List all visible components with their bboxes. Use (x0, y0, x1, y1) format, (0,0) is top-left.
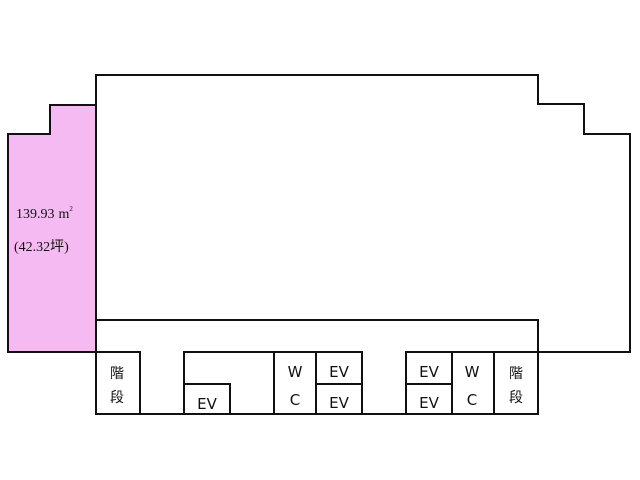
tenant-space[interactable] (7, 104, 97, 353)
ev-center-top-label: EV (329, 363, 349, 381)
ev-left-label: EV (197, 395, 217, 413)
core-right (405, 351, 539, 415)
core-left-corridor (140, 352, 185, 415)
building-outline (95, 74, 631, 353)
wc-left-label-c: C (290, 391, 300, 409)
tenant-area-unit: m (59, 207, 70, 222)
wc-right-label-c: C (467, 391, 477, 409)
ev-right-top-label: EV (419, 363, 439, 381)
ev-left-car (184, 383, 231, 414)
stairs-left-room (95, 351, 141, 415)
wc-right-label-w: W (465, 363, 480, 381)
corridor (96, 319, 539, 352)
tenant-area-label: 139.93 m2 (16, 205, 73, 222)
tenant-tsubo-label: (42.32坪) (14, 239, 69, 255)
ev-center-bottom-room (315, 383, 363, 415)
stairs-left-label-1: 階 (110, 366, 124, 382)
ev-right-bottom-label: EV (419, 394, 439, 412)
stairs-right-label-1: 階 (509, 366, 523, 382)
tenant-area-unit-sup: 2 (69, 205, 73, 213)
ev-center-bottom-label: EV (329, 394, 349, 412)
wc-left-label-w: W (288, 363, 303, 381)
stairs-left-label-2: 段 (110, 390, 124, 406)
core-left (95, 351, 363, 415)
tenant-area-value: 139.93 (16, 207, 55, 222)
stairs-right-label-2: 段 (509, 390, 523, 406)
stairs-right-room (493, 351, 539, 415)
